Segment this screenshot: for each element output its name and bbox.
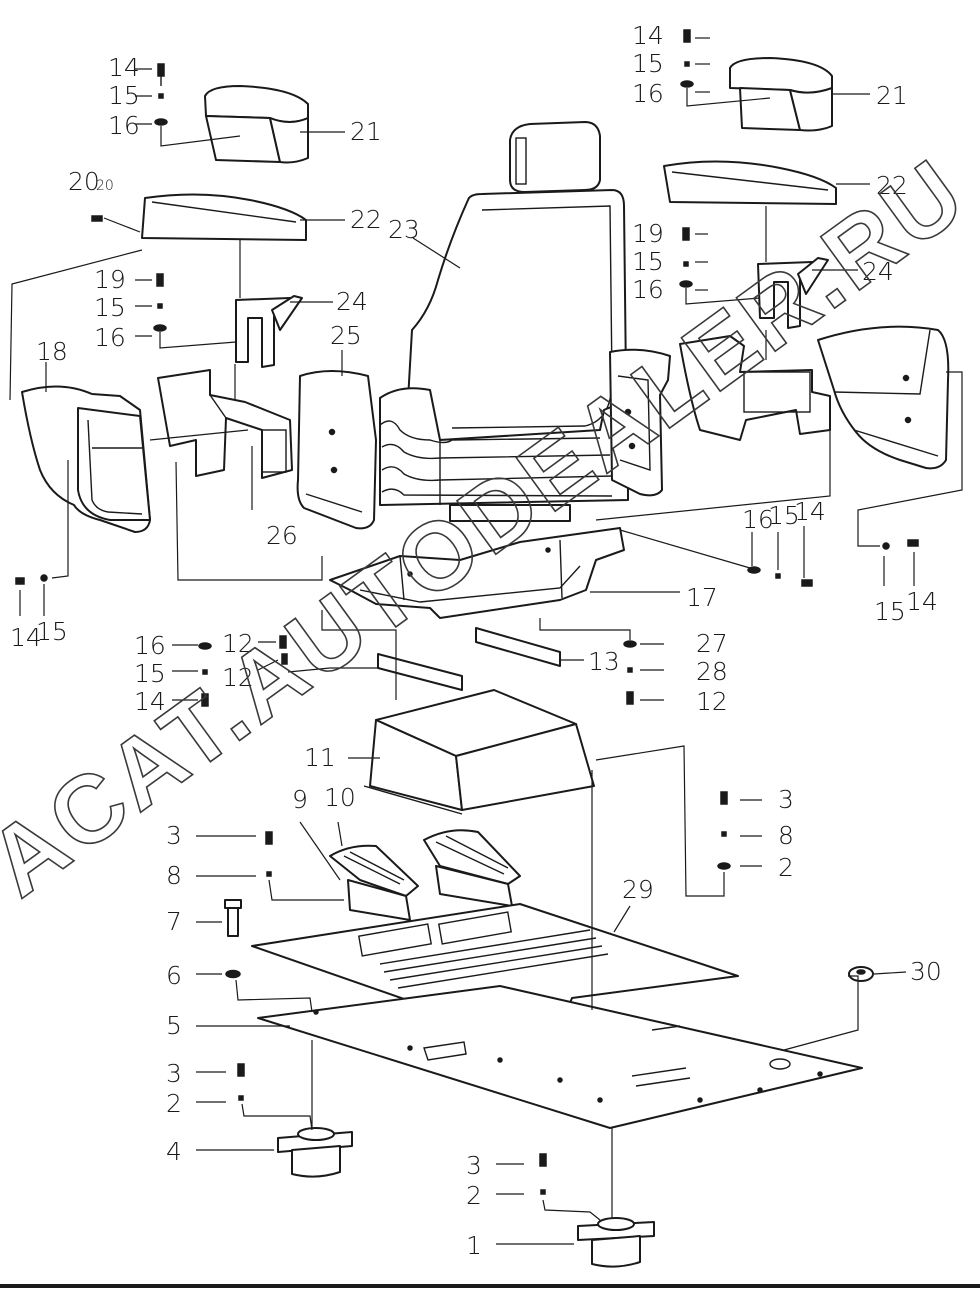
callout-label: 21 bbox=[350, 117, 382, 146]
right-armrest-assembly bbox=[609, 57, 950, 497]
callout-label: 20 bbox=[96, 178, 114, 194]
fasteners bbox=[15, 29, 919, 1195]
callout-label: 14 bbox=[632, 21, 664, 50]
callout-label: 14 bbox=[10, 623, 42, 652]
callout-label: 3 bbox=[778, 785, 794, 814]
callout-label: 1 bbox=[466, 1231, 482, 1260]
rubber-mount-4 bbox=[277, 1127, 353, 1178]
slide-rails-13 bbox=[377, 627, 561, 691]
callout-label: 23 bbox=[388, 215, 420, 244]
callout-label: 4 bbox=[166, 1137, 182, 1166]
callout-label: 15 bbox=[36, 617, 68, 646]
callout-label: 16 bbox=[632, 275, 664, 304]
callout-label: 22 bbox=[350, 205, 382, 234]
rubber-mount-1 bbox=[577, 1217, 655, 1268]
callout-label: 15 bbox=[632, 49, 664, 78]
callout-label: 15 bbox=[768, 501, 800, 530]
callout-label: 14 bbox=[108, 53, 140, 82]
callout-label: 25 bbox=[330, 321, 362, 350]
callout-label: 26 bbox=[266, 521, 298, 550]
callout-label: 5 bbox=[166, 1011, 182, 1040]
callout-label: 10 bbox=[324, 783, 356, 812]
callout-label: 15 bbox=[632, 247, 664, 276]
callout-label: 21 bbox=[876, 81, 908, 110]
callout-label: 2 bbox=[466, 1181, 482, 1210]
callout-label: 19 bbox=[94, 265, 126, 294]
seat-base-frame-17 bbox=[329, 527, 625, 619]
callout-label: 24 bbox=[862, 257, 894, 286]
callout-label: 19 bbox=[632, 219, 664, 248]
callout-label: 12 bbox=[222, 663, 254, 692]
callout-label: 2 bbox=[166, 1089, 182, 1118]
callout-label: 29 bbox=[622, 875, 654, 904]
seat-box-11 bbox=[363, 689, 595, 815]
callout-label: 14 bbox=[906, 587, 938, 616]
callout-label: 8 bbox=[778, 821, 794, 850]
callout-label: 15 bbox=[874, 597, 906, 626]
callout-label: 3 bbox=[166, 821, 182, 850]
callout-label: 16 bbox=[108, 111, 140, 140]
callout-labels: 14 15 16 21 20 20 22 23 19 15 16 24 25 1… bbox=[10, 21, 942, 1260]
callout-label: 15 bbox=[134, 659, 166, 688]
callout-label: 17 bbox=[686, 583, 718, 612]
callout-label: 14 bbox=[794, 497, 826, 526]
callout-label: 14 bbox=[134, 687, 166, 716]
seat-part-23 bbox=[379, 121, 629, 522]
callout-label: 16 bbox=[134, 631, 166, 660]
pedals-9-10 bbox=[329, 829, 521, 921]
callout-label: 3 bbox=[466, 1151, 482, 1180]
callout-label: 22 bbox=[876, 171, 908, 200]
callout-label: 8 bbox=[166, 861, 182, 890]
callout-label: 2 bbox=[778, 853, 794, 882]
callout-label: 9 bbox=[292, 785, 308, 814]
callout-label: 27 bbox=[696, 629, 728, 658]
callout-label: 13 bbox=[588, 647, 620, 676]
callout-label: 18 bbox=[36, 337, 68, 366]
left-armrest-assembly bbox=[21, 85, 377, 533]
callout-label: 16 bbox=[94, 323, 126, 352]
floor-plate-5 bbox=[257, 985, 863, 1129]
callout-label: 15 bbox=[94, 293, 126, 322]
callout-label: 11 bbox=[304, 743, 336, 772]
callout-label: 3 bbox=[166, 1059, 182, 1088]
callout-label: 28 bbox=[696, 657, 728, 686]
callout-label: 16 bbox=[742, 505, 774, 534]
callout-label: 12 bbox=[696, 687, 728, 716]
callout-label: 12 bbox=[222, 629, 254, 658]
callout-label: 15 bbox=[108, 81, 140, 110]
callout-label: 6 bbox=[166, 961, 182, 990]
callout-label: 20 bbox=[68, 167, 100, 196]
callout-label: 30 bbox=[910, 957, 942, 986]
leader-lines bbox=[9, 37, 963, 1245]
callout-label: 24 bbox=[336, 287, 368, 316]
callout-label: 7 bbox=[166, 907, 182, 936]
bump-stop-30 bbox=[848, 966, 874, 982]
callout-label: 16 bbox=[632, 79, 664, 108]
